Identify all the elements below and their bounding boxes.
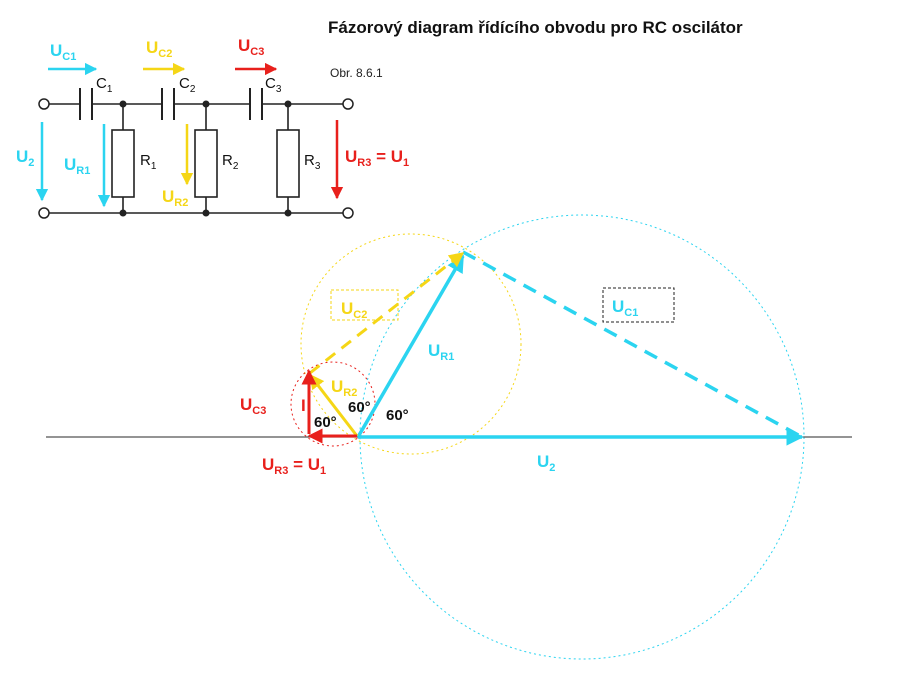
resistor-r2 <box>194 129 218 198</box>
phasor-ur2 <box>308 373 359 437</box>
capacitor-c3 <box>249 88 263 120</box>
label-r2: R2 <box>222 152 239 172</box>
label-c1: C1 <box>96 75 113 95</box>
phasor-label-uc1: UC1 <box>612 297 638 319</box>
phasor-uc2 <box>309 251 465 375</box>
angle-label-2: 60° <box>348 399 371 416</box>
phasor-uc1 <box>462 250 803 439</box>
diagram-title: Fázorový diagram řídícího obvodu pro RC … <box>328 18 743 37</box>
figure-number: Obr. 8.6.1 <box>330 66 383 80</box>
phasor-label-ur1: UR1 <box>428 341 454 363</box>
resistor-r3 <box>276 129 300 198</box>
capacitor-c1 <box>79 88 93 120</box>
terminal-in-bottom <box>38 207 50 219</box>
phasor-label-ur3: UR3 = U1 <box>262 455 326 477</box>
circuit-label-ur1: UR1 <box>64 155 90 177</box>
circuit-label-ur3: UR3 = U1 <box>345 147 409 169</box>
junction-dots <box>119 100 292 217</box>
angle-label-3: 60° <box>386 407 409 424</box>
phasor-label-uc3: UC3 <box>240 395 266 417</box>
phasor-label-current: I <box>301 396 306 415</box>
label-r3: R3 <box>304 152 321 172</box>
circuit-label-uc3: UC3 <box>238 36 264 58</box>
phasor-label-ur2: UR2 <box>331 377 357 399</box>
angle-label-1: 60° <box>314 414 337 431</box>
circuit-schematic: C1 C2 C3 R1 R2 R3 UC1 UC2 UC3 U2 UR1 UR2… <box>16 36 409 219</box>
phasor-ur1 <box>356 254 465 438</box>
label-box-uc2 <box>330 289 399 321</box>
phasor-diagram: UC2 UC1 UR1 UR2 UC3 I UR3 = U1 U2 60° 60… <box>46 214 852 660</box>
circuit-label-u2: U2 <box>16 147 34 169</box>
circuit-label-uc1: UC1 <box>50 41 76 63</box>
circle-red <box>290 361 376 447</box>
resistor-r1 <box>111 129 135 198</box>
circuit-label-ur2: UR2 <box>162 187 188 209</box>
label-r1: R1 <box>140 152 157 172</box>
circuit-label-uc2: UC2 <box>146 38 172 60</box>
terminal-in-top <box>38 98 50 110</box>
circle-yellow <box>300 233 522 455</box>
phasor-label-u2: U2 <box>537 452 555 474</box>
terminal-out-bottom <box>342 207 354 219</box>
label-c2: C2 <box>179 75 196 95</box>
label-c3: C3 <box>265 75 282 95</box>
phasor-label-uc2: UC2 <box>341 299 367 321</box>
terminal-out-top <box>342 98 354 110</box>
capacitor-c2 <box>161 88 175 120</box>
label-box-uc1 <box>602 287 675 323</box>
